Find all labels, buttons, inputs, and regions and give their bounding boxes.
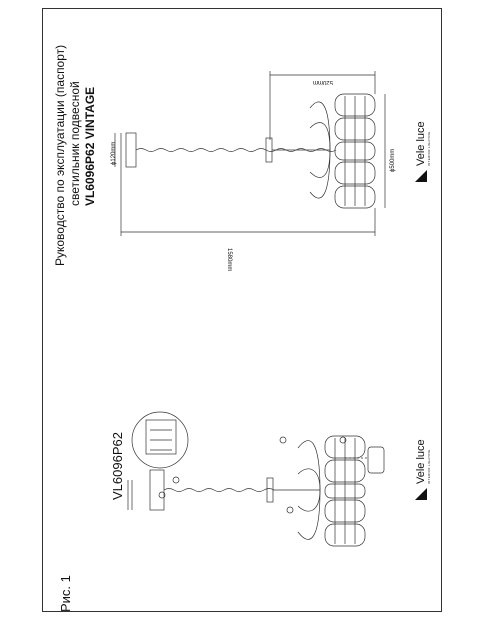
brand-triangle-icon (415, 488, 427, 500)
brand-triangle-icon (415, 170, 427, 182)
brand-name: Vele luce (415, 439, 427, 484)
figure-label: Рис. 1 (58, 575, 73, 612)
page-frame (42, 8, 442, 612)
brand-tagline: INTERIOR LIGHTING (427, 449, 431, 484)
model-code-label: VL6096P62 (110, 432, 125, 500)
